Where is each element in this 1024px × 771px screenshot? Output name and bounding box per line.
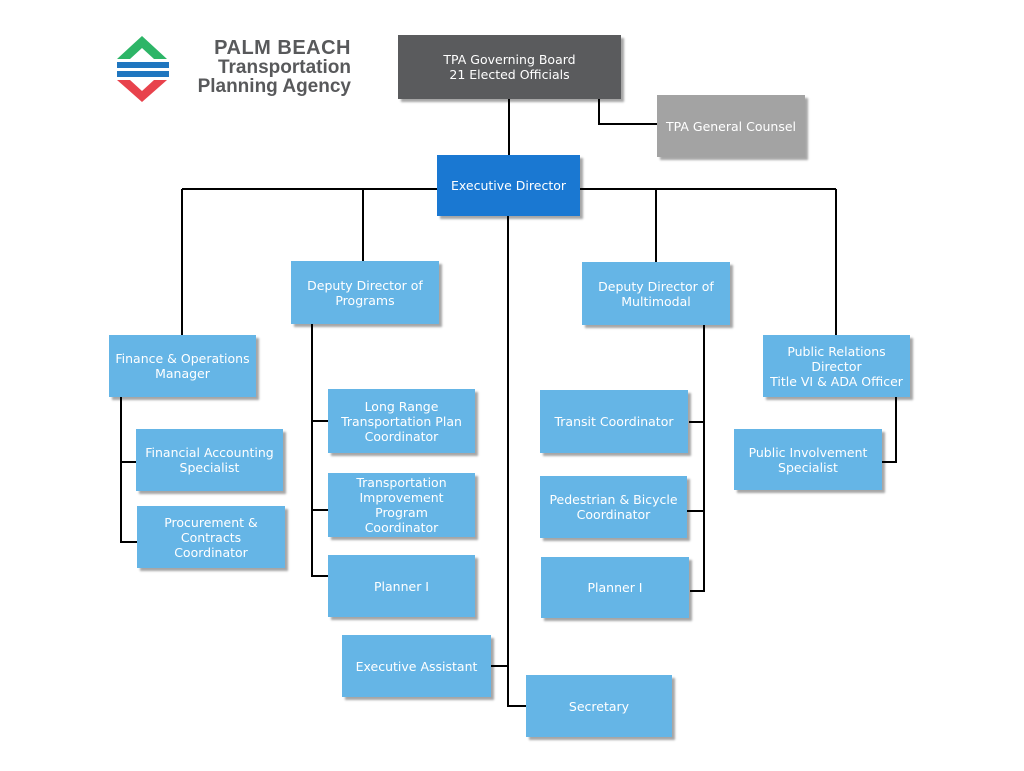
- node-pedestrian-bicycle-coordinator: Pedestrian & Bicycle Coordinator: [540, 476, 687, 538]
- connector-pr-sub: [882, 397, 897, 463]
- node-secretary: Secretary: [526, 675, 672, 737]
- logo-line-1: PALM BEACH: [214, 37, 351, 59]
- node-public-relations-director: Public Relations Director Title VI & ADA…: [763, 335, 910, 397]
- node-planner-programs: Planner I: [328, 555, 475, 617]
- node-general-counsel: TPA General Counsel: [657, 95, 805, 157]
- node-governing-board: TPA Governing Board 21 Elected Officials: [398, 35, 621, 99]
- node-finance-operations-manager: Finance & Operations Manager: [109, 335, 256, 397]
- node-financial-accounting-specialist: Financial Accounting Specialist: [136, 429, 283, 491]
- node-procurement-contracts-coordinator: Procurement & Contracts Coordinator: [137, 506, 285, 568]
- node-lrtp-coordinator: Long Range Transportation Plan Coordinat…: [328, 389, 475, 453]
- connector-finance-sub: [120, 397, 137, 543]
- node-executive-director: Executive Director: [437, 155, 580, 216]
- logo-red-chevron: [117, 80, 167, 102]
- connector-exec-trunk: [507, 216, 526, 707]
- node-planner-multimodal: Planner I: [541, 557, 689, 618]
- logo-line-2: Transportation: [217, 57, 351, 78]
- connector-multimodal-sub: [690, 325, 705, 592]
- node-deputy-director-programs: Deputy Director of Programs: [291, 261, 439, 324]
- node-transit-coordinator: Transit Coordinator: [540, 390, 688, 453]
- logo-line-3: Planning Agency: [197, 76, 351, 97]
- node-deputy-director-multimodal: Deputy Director of Multimodal: [582, 262, 730, 325]
- node-executive-assistant: Executive Assistant: [342, 635, 491, 697]
- node-public-involvement-specialist: Public Involvement Specialist: [734, 429, 882, 490]
- node-tip-coordinator: Transportation Improvement Program Coord…: [328, 473, 475, 537]
- connector-programs-sub: [311, 324, 328, 577]
- connector-board-counsel: [598, 99, 657, 125]
- logo-green-chevron: [117, 36, 167, 59]
- logo-blue-band-top: [117, 62, 169, 68]
- tpa-logo-icon: [117, 36, 169, 102]
- logo-blue-band-bottom: [117, 71, 169, 77]
- logo-wordmark: PALM BEACH Transportation Planning Agenc…: [181, 38, 351, 96]
